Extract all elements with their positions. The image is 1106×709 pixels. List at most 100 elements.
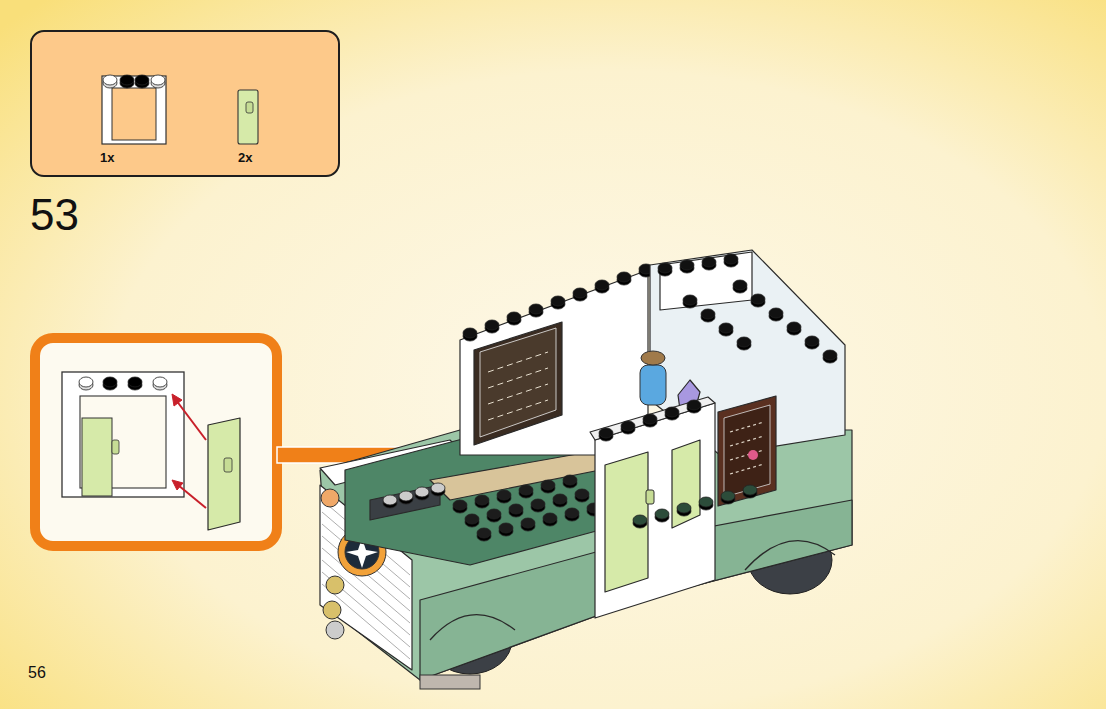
stud [805,336,819,349]
stud [531,499,545,512]
stud-top [633,515,647,525]
grille-line [322,584,410,659]
door-handle [224,458,232,472]
menu-sign [718,396,776,506]
stud [702,257,716,270]
stud [399,491,413,504]
headlight [326,621,344,639]
stud [383,495,397,508]
chalkboard [474,322,562,445]
sign-writing [730,422,764,432]
stud-top [553,494,567,504]
stud-top [683,295,697,305]
assembly-arrow [176,400,206,440]
stud-top [687,400,701,410]
chalk-drawing [488,400,548,420]
door-panel [605,452,648,592]
stud [120,75,134,88]
wall-top [660,252,752,310]
stud-top [519,485,533,495]
stud-top [415,487,429,497]
stud [103,75,117,88]
stud-top [680,260,694,270]
stud [543,513,557,526]
stud [621,421,635,434]
stud [79,377,93,390]
stud-top [151,75,165,85]
van-model [320,250,852,689]
stud [677,503,691,516]
stud [465,514,479,527]
stud [485,320,499,333]
stud-top [563,475,577,485]
assembly-arrow [178,485,206,508]
stud-top [743,485,757,495]
stud [737,337,751,350]
stud [665,407,679,420]
stud-top [103,377,117,387]
stud [487,509,501,522]
part-count: 2x [238,150,252,165]
stud-top [509,504,523,514]
stud [497,490,511,503]
sign-writing [730,464,764,474]
stud [769,308,783,321]
door-handle [646,490,654,504]
stud [724,254,738,267]
stud [573,288,587,301]
stud-top [621,421,635,431]
stud [135,75,149,88]
stud [507,312,521,325]
door-handle [246,102,253,113]
page-number: 56 [28,664,46,682]
stud-top [721,491,735,501]
stud [701,309,715,322]
inset-callout [35,338,277,546]
door-part [238,90,258,144]
stud-top [719,323,733,333]
cabinet-top [590,397,715,440]
stud-top [475,495,489,505]
stud-top [529,304,543,314]
stud-top [521,518,535,528]
stud-top [617,272,631,282]
stud-top [658,263,672,273]
stud [475,495,489,508]
stud-top [135,75,149,85]
stud [719,323,733,336]
stud [153,377,167,390]
window-frame [62,372,184,497]
stud-top [453,500,467,510]
step-number: 53 [30,190,79,240]
stud [541,480,555,493]
chalk-drawing [488,384,548,404]
bottle-cap [641,351,665,365]
stud-top [79,377,93,387]
stud [463,328,477,341]
cabinet [595,403,715,618]
stud-top [769,308,783,318]
stud-top [575,489,589,499]
stud-top [823,350,837,360]
stud [680,260,694,273]
stud-top [128,377,142,387]
bumper [420,675,480,689]
stud-top [665,407,679,417]
wheel-arch [745,541,835,570]
stud [643,414,657,427]
stud-top [507,312,521,322]
stud-top [733,280,747,290]
stud [563,475,577,488]
stud [453,500,467,513]
stud [509,504,523,517]
headlight [321,489,339,507]
stud [151,75,165,88]
stud-top [751,294,765,304]
stud-top [565,508,579,518]
stud [633,515,647,528]
stud [743,485,757,498]
stud [658,263,672,276]
tan-plate [430,450,600,500]
stud [751,294,765,307]
stud-top [487,509,501,519]
